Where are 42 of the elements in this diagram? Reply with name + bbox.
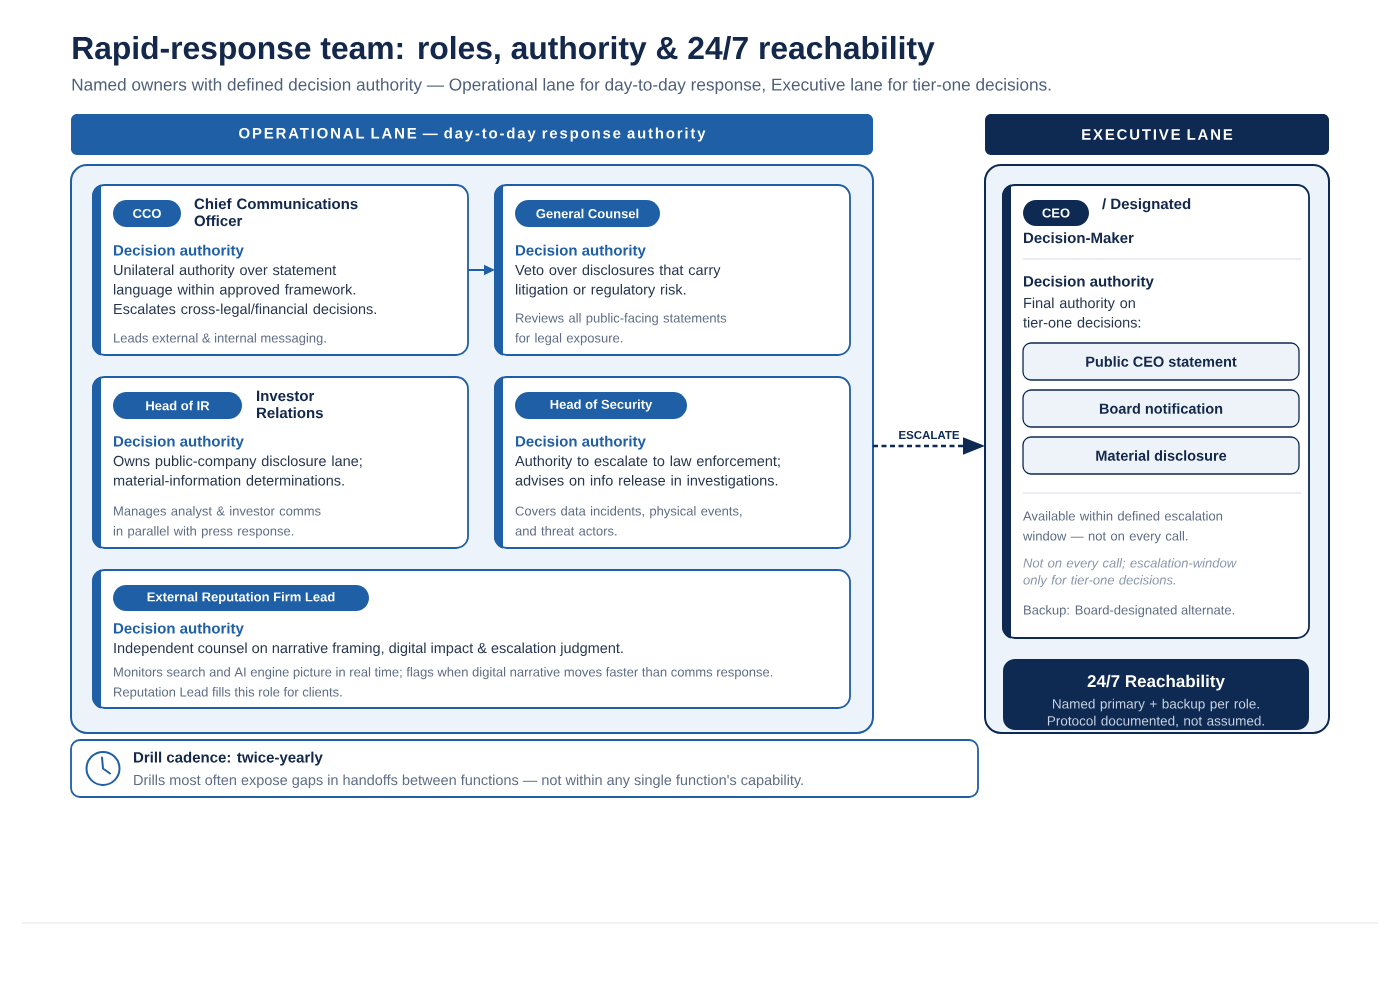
note-title: Drill cadence: twice-yearly [134, 751, 323, 766]
role-title: Chief Communications Officer [194, 198, 358, 227]
role-title: / Designated [1102, 198, 1191, 213]
title: Rapid-response team: roles, authority & 24/7 reachability [73, 35, 935, 66]
banner-text: Named primary + backup per role. Protocol documented, not assumed. [1047, 698, 1264, 728]
role-pill: External Reputation Firm Lead [113, 585, 369, 611]
decision-item: Public CEO statement [1022, 342, 1300, 381]
role-pill: Head of Security [515, 392, 687, 419]
section-heading: Decision authority [516, 244, 646, 259]
section-heading: Decision authority [114, 244, 244, 259]
body-text: Owns public-company disclosure lane; material-information determinations. [113, 455, 362, 486]
role-pill: CEO [1023, 200, 1089, 226]
decision-item: Material disclosure [1022, 436, 1300, 475]
role-pill: General Counsel [515, 200, 660, 227]
body-text: Veto over disclosures that carry litigation or regulatory risk. [515, 264, 721, 298]
section-heading: Decision authority [516, 435, 646, 450]
note-text: Leads external & internal messaging. [114, 333, 326, 346]
note-text: Manages analyst & investor comms in parallel with press response. [113, 506, 321, 539]
body-text: Final authority on tier-one decisions: [1023, 297, 1141, 328]
lane-header: EXECUTIVE LANE [985, 114, 1329, 155]
banner-title: 24/7 Reachability [1087, 674, 1225, 691]
note-text: Not on every call; escalation-window only for tier-one decisions. [1023, 558, 1237, 588]
role-title: Investor Relations [257, 390, 323, 419]
note-text: Reviews all public-facing statements for legal exposure. [515, 313, 727, 346]
decision-item: Board notification [1022, 389, 1300, 428]
lane-header: OPERATIONAL LANE — day-to-day response authority [71, 114, 873, 155]
role-pill: Head of IR [113, 392, 242, 419]
edge-label: ESCALATE [896, 429, 962, 441]
subtitle: Named owners with defined decision authority — Operational lane for day-to-day response, Executive lane for tier-one decisions. [72, 78, 1051, 95]
section-heading: Decision authority [1024, 275, 1154, 290]
section-heading: Decision authority [114, 622, 244, 637]
body-text: Authority to escalate to law enforcement; advises on info release in investigations. [515, 455, 780, 489]
note-text: Covers data incidents, physical events, and threat actors. [515, 506, 742, 536]
note-text: Available within defined escalation window — not on every call. [1023, 511, 1223, 544]
body-text: Independent counsel on narrative framing, digital impact & escalation judgment. [114, 642, 623, 656]
note-text: Reputation Lead fills this role for clients. [114, 687, 342, 700]
body-text: Unilateral authority over statement language within approved framework. Escalates cross-legal/financial decisions. [114, 264, 376, 317]
note-text: Backup: Board-designated alternate. [1024, 605, 1234, 618]
role-title: Decision-Maker [1024, 232, 1134, 244]
body-text: Drills most often expose gaps in handoffs between functions — not within any single function's capability. [134, 774, 803, 788]
note-text: Monitors search and AI engine picture in real time; flags when digital narrative moves faster than comms response. [114, 667, 773, 680]
section-heading: Decision authority [114, 435, 244, 450]
